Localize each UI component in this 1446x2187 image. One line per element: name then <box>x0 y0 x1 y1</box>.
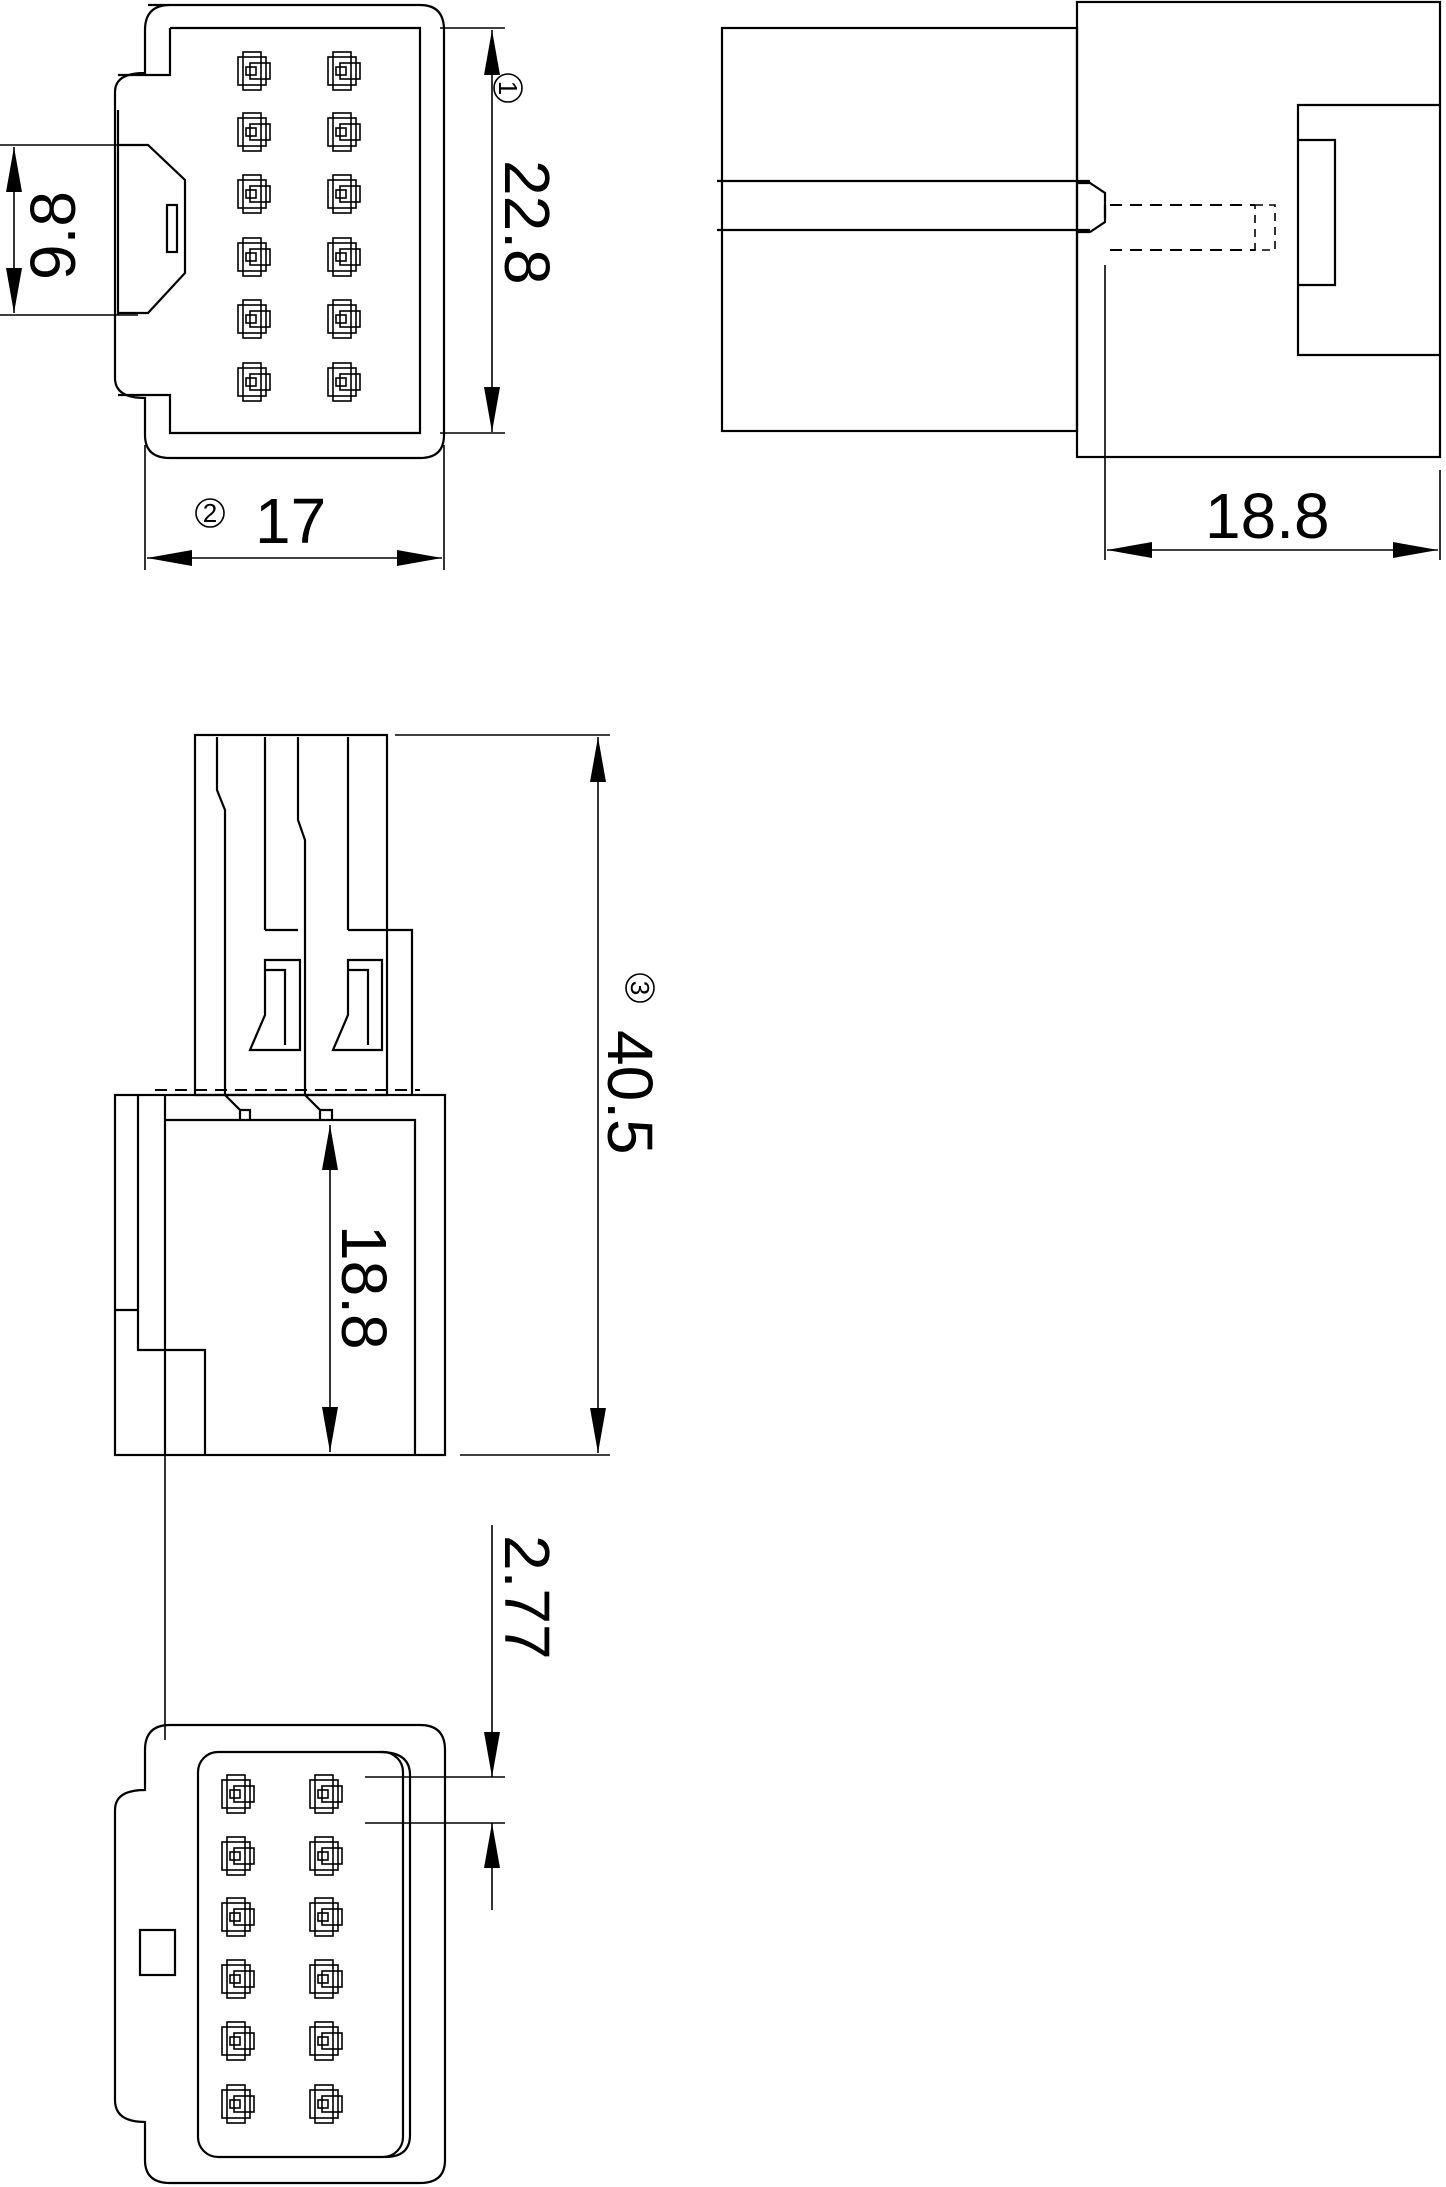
dim-body-18-8-label: 18.8 <box>328 1225 400 1350</box>
dim-22-8-marker: 1 <box>493 81 523 95</box>
dim-40-5-marker: 3 <box>625 981 655 995</box>
dim-22-8: 1 22.8 <box>440 27 563 434</box>
dim-40-5-label: 40.5 <box>594 1030 666 1155</box>
dim-body-18-8: 18.8 <box>322 1125 400 1452</box>
side-view: 18.8 <box>717 0 1442 560</box>
dim-2-77: 2.77 <box>365 1525 563 1910</box>
front-view: 1 22.8 9.8 2 17 <box>0 3 563 570</box>
dim-2-77-label: 2.77 <box>491 1535 563 1660</box>
rear-cavities <box>221 1774 343 2124</box>
plan-view: 3 40.5 18.8 <box>113 733 666 1740</box>
dim-side-18-8-label: 18.8 <box>1205 480 1330 552</box>
rear-view: 2.77 <box>113 1525 563 2185</box>
dim-22-8-label: 22.8 <box>491 160 563 285</box>
dim-40-5: 3 40.5 <box>395 734 666 1456</box>
front-cavities <box>237 51 361 402</box>
dim-9-8-label: 9.8 <box>17 191 89 280</box>
dim-17: 2 17 <box>144 445 445 570</box>
dim-side-18-8: 18.8 <box>1104 265 1441 560</box>
dim-17-marker: 2 <box>203 498 217 528</box>
dim-9-8: 9.8 <box>0 144 138 316</box>
dim-17-label: 17 <box>255 485 326 557</box>
